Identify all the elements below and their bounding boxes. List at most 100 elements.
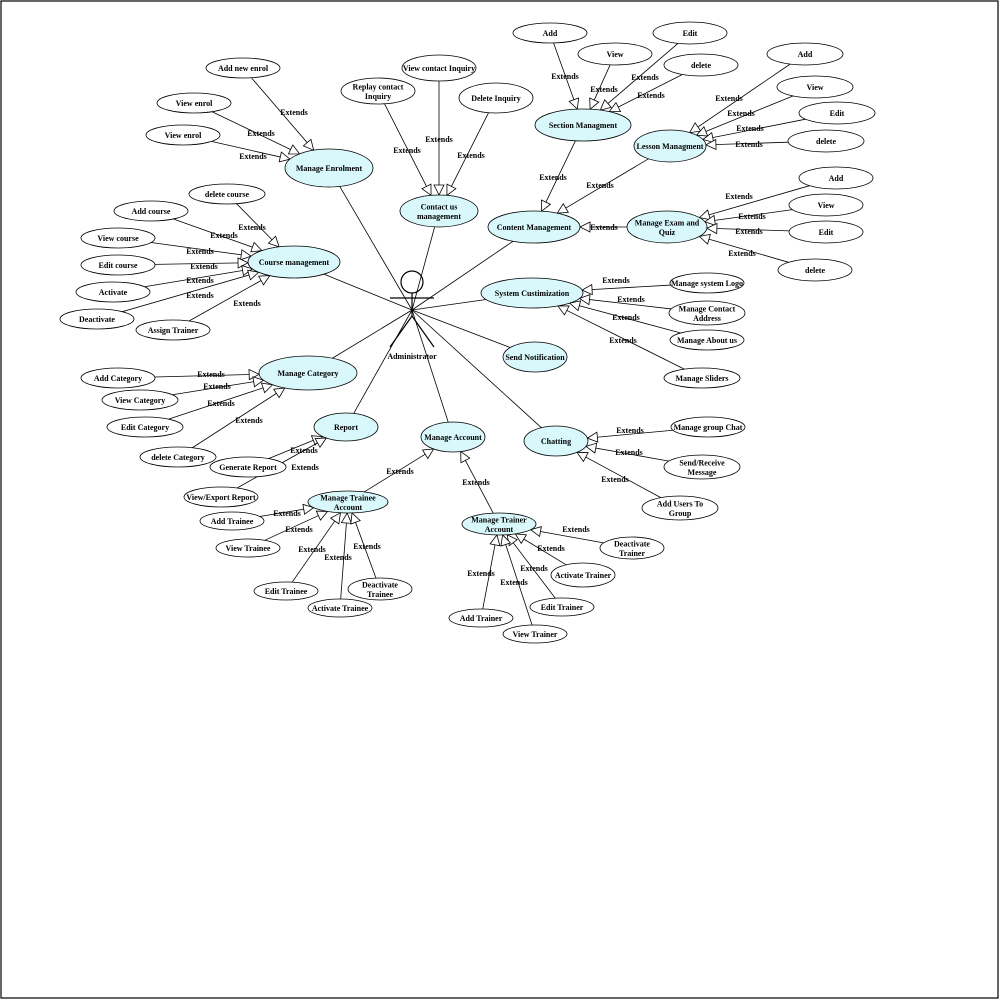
use-case-view-trainer[interactable]: View Trainer [502, 624, 568, 644]
extends-label: Extends [539, 173, 567, 182]
use-case-add-category[interactable]: Add Category [80, 367, 156, 389]
use-case-manage-category[interactable]: Manage Category [258, 355, 358, 391]
extend-arrowhead [702, 131, 715, 144]
use-case-exam-edit[interactable]: Edit [788, 220, 864, 244]
use-case-view-course[interactable]: View course [80, 227, 156, 249]
association-manage-enrolment [339, 186, 413, 311]
extend-add-trainee-to-manage-trainee-account: Extends [259, 503, 315, 518]
use-case-generate-report[interactable]: Generate Report [209, 456, 287, 478]
use-case-view-contact-inquiry[interactable]: View contact Inquiry [401, 54, 477, 82]
use-case-section-managment[interactable]: Section Managment [534, 108, 632, 142]
use-case-ellipse [183, 486, 259, 508]
use-case-chatting[interactable]: Chatting [523, 425, 589, 457]
use-case-manage-about-us[interactable]: Manage About us [669, 329, 745, 351]
extends-label: Extends [562, 525, 590, 534]
extends-label: Extends [353, 542, 381, 551]
use-case-activate-trainer[interactable]: Activate Trainer [550, 562, 616, 588]
extend-line [576, 451, 662, 498]
extend-line [696, 95, 794, 136]
extend-line [460, 451, 494, 514]
use-case-label: View [606, 50, 623, 59]
use-case-section-view[interactable]: View [577, 42, 653, 66]
extends-label: Extends [207, 399, 235, 408]
use-case-lesson-delete[interactable]: delete [787, 129, 865, 153]
extend-line [264, 511, 328, 541]
use-case-add-course[interactable]: Add course [113, 200, 189, 222]
use-case-delete-category[interactable]: delete Category [139, 446, 217, 468]
use-case-view-enrol-2[interactable]: View enrol [145, 124, 221, 146]
extend-arrowhead [589, 97, 600, 110]
use-case-section-delete[interactable]: delete [663, 53, 739, 77]
extend-line [609, 74, 683, 112]
use-case-view-export-report[interactable]: View/Export Report [183, 486, 259, 508]
use-case-edit-category[interactable]: Edit Category [106, 416, 184, 438]
use-case-delete-course[interactable]: delete course [188, 183, 266, 205]
use-case-add-trainee[interactable]: Add Trainee [199, 511, 265, 531]
use-case-exam-add[interactable]: Add [798, 166, 874, 190]
use-case-exam-view[interactable]: View [788, 193, 864, 217]
extend-line [251, 77, 314, 151]
use-case-send-notification[interactable]: Send Notification [502, 341, 568, 373]
use-case-edit-trainee[interactable]: Edit Trainee [253, 581, 319, 601]
use-case-lesson-add[interactable]: Add [766, 42, 844, 66]
use-case-label: Account [334, 503, 363, 512]
use-case-ellipse [215, 538, 281, 558]
use-case-activate[interactable]: Activate [75, 281, 151, 303]
use-case-lesson-edit[interactable]: Edit [798, 101, 876, 125]
use-case-delete-inquiry[interactable]: Delete Inquiry [458, 82, 534, 114]
use-case-ellipse [633, 129, 707, 163]
use-case-activate-trainee[interactable]: Activate Trainee [307, 598, 373, 618]
extend-line [364, 448, 434, 493]
extends-label: Extends [298, 545, 326, 554]
use-case-manage-group-chat[interactable]: Manage group Chat [670, 416, 746, 438]
use-case-edit-course[interactable]: Edit course [80, 254, 156, 276]
use-case-label: Edit [819, 228, 834, 237]
use-case-label: Lesson Managment [637, 142, 704, 151]
extend-line [122, 271, 259, 313]
use-case-section-add[interactable]: Add [512, 22, 588, 44]
use-case-exam-delete[interactable]: delete [777, 258, 853, 282]
use-case-view-trainee[interactable]: View Trainee [215, 538, 281, 558]
extend-line [502, 534, 533, 626]
use-case-label: Activate [99, 288, 128, 297]
use-case-lesson-view[interactable]: View [776, 75, 854, 99]
extend-activate-trainer-to-manage-trainer-account: Extends [514, 533, 567, 566]
use-case-label: Message [688, 468, 717, 477]
use-case-label: Add Users To [657, 499, 703, 508]
use-case-manage-enrolment[interactable]: Manage Enrolment [284, 148, 374, 188]
use-case-section-edit[interactable]: Edit [652, 21, 728, 45]
use-case-assign-trainer[interactable]: Assign Trainer [135, 319, 211, 341]
use-case-edit-trainer[interactable]: Edit Trainer [529, 597, 595, 617]
use-case-content-management[interactable]: Content Management [487, 210, 581, 244]
use-case-manage-sliders[interactable]: Manage Sliders [663, 367, 741, 389]
use-case-add-new-enrol[interactable]: Add new enrol [205, 57, 281, 79]
use-case-label: delete course [205, 190, 250, 199]
use-case-view-enrol-1[interactable]: View enrol [156, 92, 232, 114]
extends-label: Extends [725, 192, 753, 201]
use-case-course-management[interactable]: Course management [247, 245, 341, 279]
use-case-system-customization[interactable]: System Custimization [480, 277, 584, 309]
association-course-management [323, 273, 413, 311]
use-case-manage-system-logo[interactable]: Manage system Logo [669, 272, 745, 294]
extend-delete-course-to-course-management: Extends [236, 203, 280, 248]
use-case-lesson-managment[interactable]: Lesson Managment [633, 129, 707, 163]
extends-label: Extends [393, 146, 421, 155]
use-case-manage-account[interactable]: Manage Account [420, 421, 486, 453]
use-case-view-category[interactable]: View Category [101, 389, 179, 411]
use-case-deactivate[interactable]: Deactivate [59, 308, 135, 330]
extends-label: Extends [601, 475, 629, 484]
use-case-label: View enrol [176, 99, 213, 108]
use-case-report[interactable]: Report [313, 412, 379, 442]
use-case-ellipse [156, 92, 232, 114]
use-case-add-trainer[interactable]: Add Trainer [448, 608, 514, 628]
